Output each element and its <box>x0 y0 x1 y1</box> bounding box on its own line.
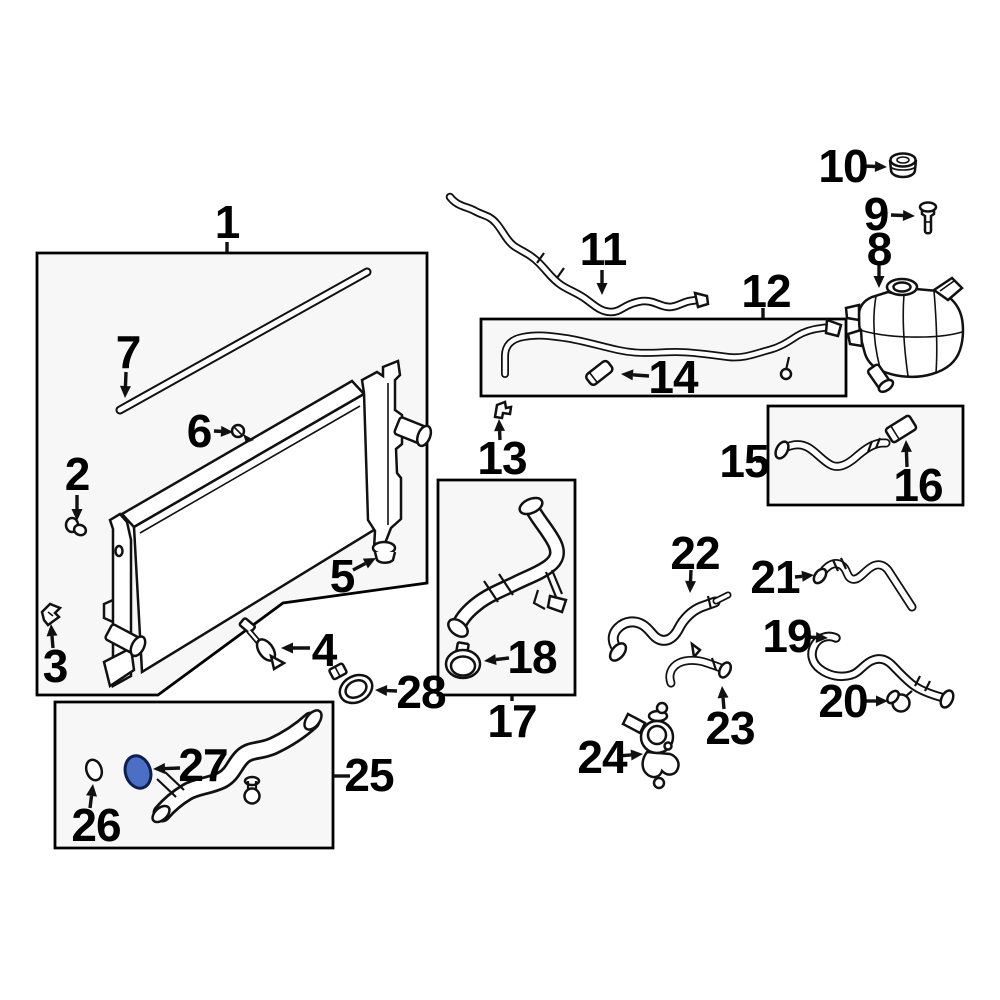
arrowhead <box>815 631 828 643</box>
arrowhead <box>900 440 912 453</box>
group-part-illustrations <box>40 152 965 824</box>
part-21-pointer <box>794 570 814 582</box>
part-26-pointer <box>86 784 97 809</box>
arrowhead <box>873 276 885 288</box>
arrow-line <box>890 213 904 218</box>
part-6-pointer <box>213 425 233 437</box>
arrowhead <box>685 580 697 593</box>
part-28-clamp-illustration <box>328 662 374 705</box>
arrowhead <box>281 642 293 654</box>
arrowhead <box>362 558 376 569</box>
part-10-pointer <box>862 161 887 172</box>
part-10-cap-illustration <box>888 152 918 179</box>
part-17-hose-illustration <box>447 496 568 638</box>
part-9-bolt-illustration <box>918 201 938 235</box>
part-3-clip-illustration <box>40 602 63 627</box>
part-8-reservoir-illustration <box>844 276 965 393</box>
part-5-pointer <box>352 558 376 572</box>
arrow-line <box>495 656 510 662</box>
arrowhead <box>484 654 497 666</box>
part-13-pointer <box>494 419 506 441</box>
arrow-line <box>352 562 367 572</box>
arrowhead <box>874 161 887 172</box>
part-18-clamp-illustration <box>444 641 482 680</box>
part-21-hose-illustration <box>812 557 917 612</box>
arrow-line <box>50 635 55 649</box>
arrowhead <box>375 685 388 697</box>
part-27-seal-highlighted-illustration <box>123 754 153 790</box>
group-box-part-12 <box>479 317 848 398</box>
arrow-line <box>88 795 94 809</box>
part-4-bolt-illustration <box>238 617 287 671</box>
arrow-line <box>721 697 726 710</box>
part-14-pointer <box>621 369 650 381</box>
part-3-pointer <box>46 624 58 649</box>
arrowhead <box>46 624 58 637</box>
arrowhead <box>621 369 634 381</box>
arrow-line <box>862 164 876 169</box>
part-5-plug-illustration <box>371 540 397 564</box>
part-19-hose-illustration <box>807 631 955 709</box>
part-20-pointer <box>861 695 888 707</box>
arrowhead <box>630 749 643 761</box>
part-23-pointer <box>717 686 729 710</box>
part-11-hose-illustration <box>445 192 710 317</box>
arrow-line <box>123 371 128 387</box>
part-28-pointer <box>375 685 398 697</box>
part-20-connector-illustration <box>886 689 913 713</box>
part-7-pointer <box>119 371 131 398</box>
group-box-part-15 <box>766 404 965 507</box>
part-23-hose-illustration <box>665 655 733 688</box>
part-8-pointer <box>873 264 885 288</box>
part-24-valve-illustration <box>621 701 680 790</box>
arrowhead <box>902 210 915 221</box>
part-11-pointer <box>596 270 608 295</box>
arrowhead <box>153 763 166 775</box>
part-22-pointer <box>685 569 697 593</box>
part-9-pointer <box>890 210 915 221</box>
part-26-oring-illustration <box>84 758 104 782</box>
arrowhead <box>876 695 888 707</box>
part-24-pointer <box>617 749 643 761</box>
part-27-pointer <box>153 763 181 775</box>
arrowhead <box>119 385 131 398</box>
arrow-line <box>164 766 181 771</box>
arrowhead <box>494 419 506 432</box>
arrowhead <box>71 509 83 521</box>
part-14-tube-illustration <box>585 359 614 386</box>
arrow-line <box>617 753 632 758</box>
group-box-part-25 <box>53 700 335 850</box>
part-16-connector-illustration <box>884 414 918 444</box>
part-6-screw-illustration <box>230 423 254 443</box>
arrowhead <box>86 784 97 797</box>
arrowhead <box>801 570 814 582</box>
part-2-clip-illustration <box>64 516 88 537</box>
part-25-hose-illustration <box>151 709 323 824</box>
arrow-line <box>632 373 650 378</box>
part-22-hose-illustration <box>607 591 732 662</box>
part-2-pointer <box>71 495 83 521</box>
part-16-pointer <box>900 440 912 468</box>
group-pointer-arrows <box>46 161 915 809</box>
part-18-pointer <box>484 654 510 666</box>
part-7-illustration <box>115 267 372 415</box>
part-12-hose-illustration <box>501 318 843 381</box>
arrow-line <box>904 451 909 468</box>
part-4-pointer <box>281 642 310 654</box>
part-13-clip-illustration <box>493 400 513 420</box>
arrowhead <box>717 686 729 699</box>
part-15-hose-illustration <box>774 437 891 471</box>
part-19-pointer <box>805 631 828 643</box>
arrow-line <box>794 574 803 579</box>
arrowhead <box>220 425 233 437</box>
arrowhead <box>596 283 608 295</box>
